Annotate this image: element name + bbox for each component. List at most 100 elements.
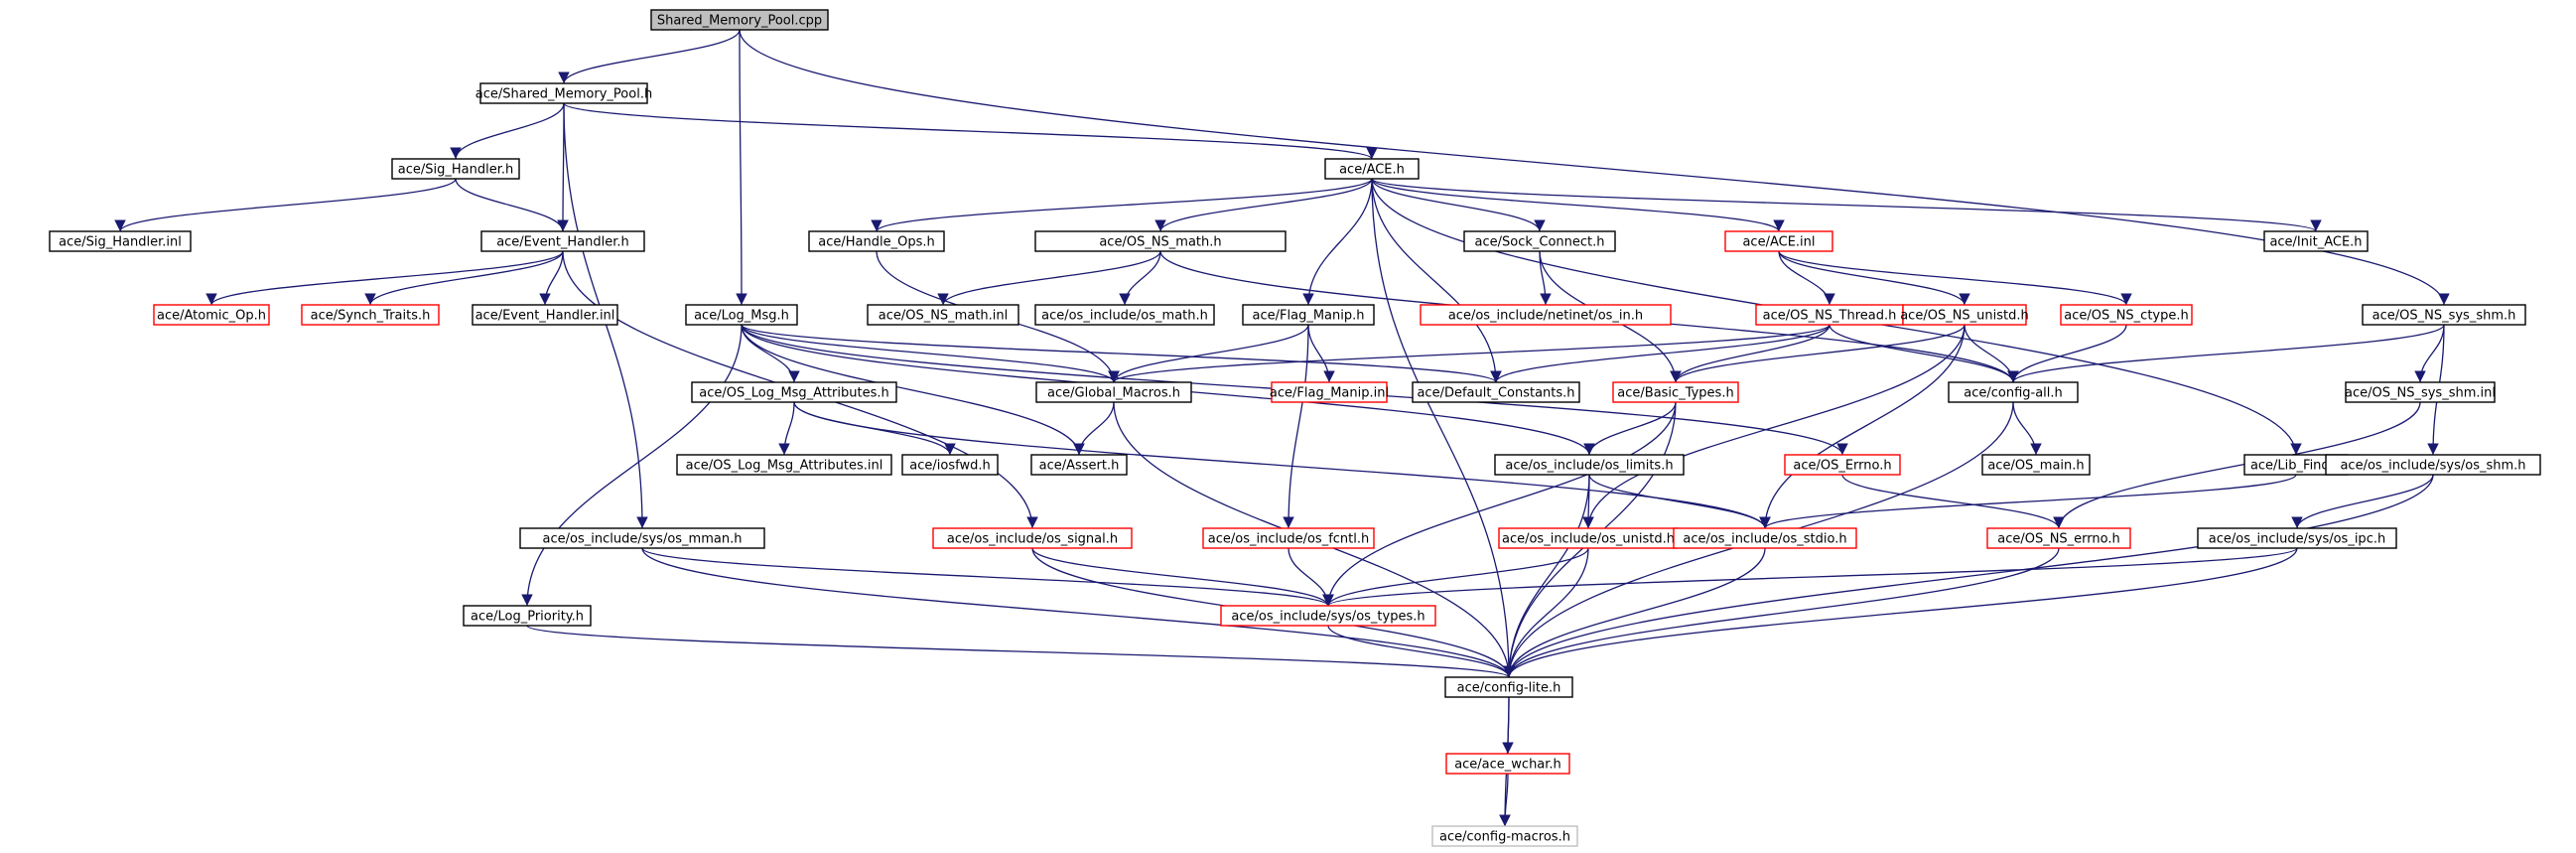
- node-ace-os-log-msg-attributes-inl[interactable]: ace/OS_Log_Msg_Attributes.inl: [676, 454, 892, 476]
- node-ace-os-include-os-signal-h[interactable]: ace/os_include/os_signal.h: [932, 527, 1133, 549]
- node-ace-os-include-sys-os-ipc-h[interactable]: ace/os_include/sys/os_ipc.h: [2197, 527, 2397, 549]
- node-ace-event-handler-h[interactable]: ace/Event_Handler.h: [480, 230, 645, 252]
- node-ace-os-include-sys-os-mman-h[interactable]: ace/os_include/sys/os_mman.h: [519, 527, 765, 549]
- edge-ace-sig-handler-h-to-ace-event-handler-h: [455, 178, 569, 232]
- node-label: ace/Synch_Traits.h: [311, 309, 431, 324]
- node-ace-os-include-sys-os-types-h[interactable]: ace/os_include/sys/os_types.h: [1220, 605, 1436, 627]
- node-ace-iosfwd-h[interactable]: ace/iosfwd.h: [901, 454, 999, 476]
- node-box: [1324, 158, 1420, 180]
- edge-ace-ace-h-to-ace-handle-ops-h: [871, 178, 1373, 232]
- node-ace-os-ns-errno-h[interactable]: ace/OS_NS_errno.h: [1986, 527, 2131, 549]
- node-label: ace/OS_NS_sys_shm.inl: [2345, 386, 2496, 401]
- node-box: [1494, 454, 1685, 476]
- node-ace-sig-handler-inl[interactable]: ace/Sig_Handler.inl: [49, 230, 192, 252]
- node-ace-basic-types-h[interactable]: ace/Basic_Types.h: [1612, 381, 1739, 403]
- node-ace-global-macros-h[interactable]: ace/Global_Macros.h: [1035, 381, 1192, 403]
- node-ace-ace-inl[interactable]: ace/ACE.inl: [1724, 230, 1833, 252]
- edge-ace-os-include-os-unistd-h-to-ace-config-lite-h: [1503, 547, 1589, 678]
- edge-ace-ace-h-to-ace-sock-connect-h: [1371, 178, 1546, 232]
- node-label: ace/config-all.h: [1964, 386, 2063, 401]
- node-ace-os-include-os-stdio-h[interactable]: ace/os_include/os_stdio.h: [1673, 527, 1857, 549]
- edge-ace-os-include-sys-os-shm-h-to-ace-os-include-sys-os-ipc-h: [2291, 474, 2434, 529]
- node-box: [932, 527, 1133, 549]
- node-label: ace/Flag_Manip.h: [1253, 309, 1365, 324]
- node-ace-os-ns-sys-shm-inl[interactable]: ace/OS_NS_sys_shm.inl: [2345, 381, 2496, 403]
- edge-ace-os-ns-math-h-to-ace-os-ns-math-inl: [937, 250, 1161, 306]
- node-ace-os-ns-thread-h[interactable]: ace/OS_NS_Thread.h: [1755, 304, 1904, 326]
- node-ace-assert-h[interactable]: ace/Assert.h: [1030, 454, 1128, 476]
- edge-ace-ace-inl-to-ace-os-ns-unistd-h: [1778, 250, 1970, 306]
- node-ace-log-priority-h[interactable]: ace/Log_Priority.h: [463, 605, 592, 627]
- node-box: [808, 230, 945, 252]
- node-ace-os-ns-sys-shm-h[interactable]: ace/OS_NS_sys_shm.h: [2362, 304, 2526, 326]
- node-shared-memory-pool-cpp[interactable]: Shared_Memory_Pool.cpp: [650, 9, 829, 31]
- node-ace-event-handler-inl[interactable]: ace/Event_Handler.inl: [472, 304, 618, 326]
- node-box: [1444, 676, 1573, 698]
- node-box: [301, 304, 440, 326]
- node-ace-default-constants-h[interactable]: ace/Default_Constants.h: [1412, 381, 1580, 403]
- node-label: ace/os_include/netinet/os_in.h: [1448, 309, 1643, 324]
- edge-ace-log-msg-h-to-ace-log-priority-h: [521, 324, 743, 607]
- node-ace-os-include-os-unistd-h[interactable]: ace/os_include/os_unistd.h: [1498, 527, 1679, 549]
- node-ace-os-ns-math-inl[interactable]: ace/OS_NS_math.inl: [867, 304, 1019, 326]
- node-ace-synch-traits-h[interactable]: ace/Synch_Traits.h: [301, 304, 440, 326]
- edge-ace-os-ns-thread-h-to-ace-config-all-h: [1829, 324, 2019, 383]
- edge-ace-os-include-sys-os-shm-h-to-ace-config-lite-h: [1503, 474, 2434, 678]
- edge-ace-global-macros-h-to-ace-assert-h: [1073, 401, 1115, 456]
- edge-ace-event-handler-h-to-ace-atomic-op-h: [205, 250, 564, 306]
- node-box: [1463, 230, 1616, 252]
- node-box: [391, 158, 520, 180]
- edge-ace-shared-memory-pool-h-to-ace-sig-handler-h: [450, 102, 565, 160]
- node-box: [1420, 304, 1672, 326]
- node-ace-atomic-op-h[interactable]: ace/Atomic_Op.h: [153, 304, 270, 326]
- node-ace-os-include-sys-os-shm-h[interactable]: ace/os_include/sys/os_shm.h: [2325, 454, 2541, 476]
- node-ace-config-all-h[interactable]: ace/config-all.h: [1948, 381, 2079, 403]
- node-box: [153, 304, 270, 326]
- edge-shared-memory-pool-cpp-to-ace-os-ns-sys-shm-h: [739, 29, 2450, 306]
- node-ace-os-ns-unistd-h[interactable]: ace/OS_NS_unistd.h: [1900, 304, 2029, 326]
- node-ace-flag-manip-inl[interactable]: ace/Flag_Manip.inl: [1270, 381, 1389, 403]
- edge-ace-ace-h-to-ace-flag-manip-h: [1302, 178, 1373, 306]
- node-ace-config-macros-h[interactable]: ace/config-macros.h: [1431, 825, 1578, 847]
- node-box: [867, 304, 1019, 326]
- edge-ace-flag-manip-h-to-ace-global-macros-h: [1108, 324, 1309, 383]
- edge-ace-ace-h-to-ace-config-lite-h: [1371, 178, 1515, 678]
- node-ace-os-ns-math-h[interactable]: ace/OS_NS_math.h: [1034, 230, 1287, 252]
- node-ace-shared-memory-pool-h[interactable]: ace/Shared_Memory_Pool.h: [475, 82, 652, 104]
- node-ace-sig-handler-h[interactable]: ace/Sig_Handler.h: [391, 158, 520, 180]
- node-box: [1445, 753, 1570, 775]
- node-ace-os-include-netinet-os-in-h[interactable]: ace/os_include/netinet/os_in.h: [1420, 304, 1672, 326]
- edge-ace-os-include-sys-os-ipc-h-to-ace-os-include-sys-os-types-h: [1322, 547, 2298, 607]
- node-label: ace/OS_NS_errno.h: [1997, 532, 2120, 547]
- node-ace-os-include-os-fcntl-h[interactable]: ace/os_include/os_fcntl.h: [1202, 527, 1375, 549]
- edge-ace-ace-h-to-ace-default-constants-h: [1371, 178, 1502, 383]
- node-ace-ace-h[interactable]: ace/ACE.h: [1324, 158, 1420, 180]
- node-label: ace/iosfwd.h: [909, 459, 990, 474]
- node-ace-log-msg-h[interactable]: ace/Log_Msg.h: [685, 304, 798, 326]
- node-ace-init-ace-h[interactable]: ace/Init_ACE.h: [2263, 230, 2369, 252]
- node-ace-os-ns-ctype-h[interactable]: ace/OS_NS_ctype.h: [2060, 304, 2193, 326]
- node-ace-sock-connect-h[interactable]: ace/Sock_Connect.h: [1463, 230, 1616, 252]
- node-ace-os-include-os-limits-h[interactable]: ace/os_include/os_limits.h: [1494, 454, 1685, 476]
- file-nodes: Shared_Memory_Pool.cpp ace/Shared_Memory_…: [49, 9, 2541, 847]
- node-ace-ace-wchar-h[interactable]: ace/ace_wchar.h: [1445, 753, 1570, 775]
- node-box: [2060, 304, 2193, 326]
- edge-ace-os-include-sys-os-mman-h-to-ace-os-include-sys-os-types-h: [641, 547, 1334, 607]
- node-label: ace/os_include/sys/os_ipc.h: [2209, 532, 2385, 547]
- node-ace-handle-ops-h[interactable]: ace/Handle_Ops.h: [808, 230, 945, 252]
- edge-ace-ace-h-to-ace-os-ns-math-h: [1154, 178, 1373, 232]
- node-box: [685, 304, 798, 326]
- node-label: ace/Global_Macros.h: [1047, 386, 1180, 401]
- node-ace-os-log-msg-attributes-h[interactable]: ace/OS_Log_Msg_Attributes.h: [691, 381, 897, 403]
- node-ace-os-include-os-math-h[interactable]: ace/os_include/os_math.h: [1034, 304, 1215, 326]
- node-label: ace/os_include/os_signal.h: [947, 532, 1118, 547]
- node-box: [1202, 527, 1375, 549]
- node-ace-flag-manip-h[interactable]: ace/Flag_Manip.h: [1242, 304, 1375, 326]
- edge-ace-os-ns-thread-h-to-ace-global-macros-h: [1108, 324, 1830, 383]
- node-ace-lib-find-h[interactable]: ace/Lib_Find.h: [2243, 454, 2349, 476]
- node-ace-os-main-h[interactable]: ace/OS_main.h: [1981, 454, 2091, 476]
- node-label: ace/os_include/sys/os_types.h: [1231, 610, 1424, 625]
- node-ace-config-lite-h[interactable]: ace/config-lite.h: [1444, 676, 1573, 698]
- edge-ace-lib-find-h-to-ace-os-include-os-stdio-h: [1759, 474, 2297, 529]
- node-ace-os-errno-h[interactable]: ace/OS_Errno.h: [1784, 454, 1901, 476]
